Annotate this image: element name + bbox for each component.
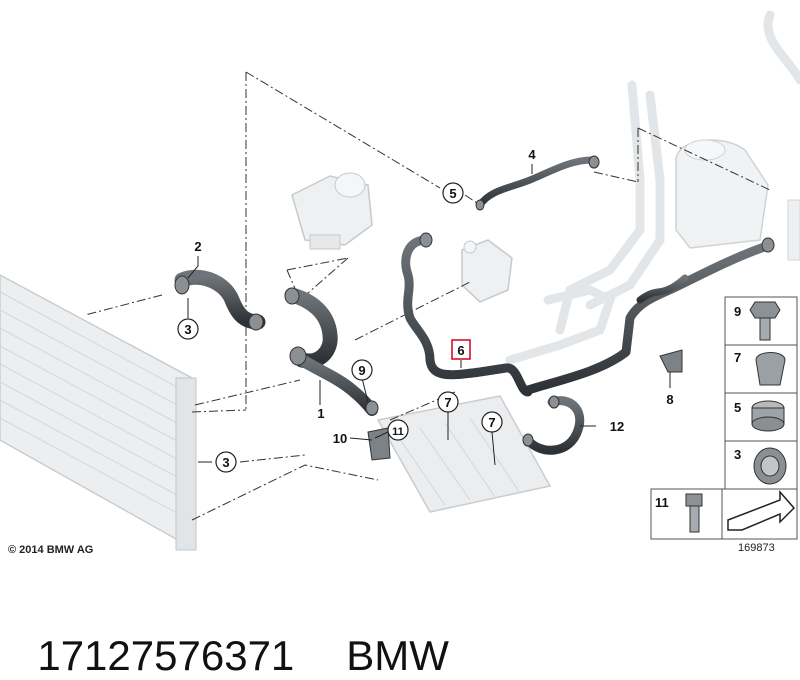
callout-3-lower: 3 [222,455,229,470]
callout-11: 11 [392,426,404,438]
callout-6: 6 [457,343,464,358]
callout-4: 4 [528,147,536,162]
callout-7-right: 7 [488,415,495,430]
screw-icon [685,493,703,533]
hose-clamps [174,155,775,447]
bracket [659,349,683,373]
part-number: 17127576371 [37,632,295,679]
callout-leaders [187,164,671,466]
callout-5: 5 [449,186,456,201]
thermostat-housing [291,172,373,250]
spring-clip-icon [755,352,786,386]
figure-number: 169873 [738,542,775,554]
callout-9: 9 [358,363,365,378]
legend-label-3: 3 [734,447,741,462]
expansion-tank [675,139,800,261]
callout-7-left: 7 [444,395,451,410]
copyright-text: © 2014 BMW AG [8,544,93,556]
legend-label-7: 7 [734,350,741,365]
brand-name: BMW [346,632,449,679]
callout-2: 2 [194,239,201,254]
callout-12: 12 [610,419,624,434]
part-caption: 17127576371 BMW [14,584,449,679]
background-pipes [505,10,800,365]
electric-coolant-pump [461,239,513,303]
quick-connector-icon [753,447,787,485]
clip [367,427,391,461]
callout-3-upper: 3 [184,322,191,337]
legend-label-11: 11 [655,495,669,510]
callouts: 1 2 3 3 4 5 6 7 7 8 9 10 11 12 [177,147,674,473]
radiator [0,274,197,551]
legend-label-5: 5 [734,400,741,415]
legend-label-9: 9 [734,304,741,319]
callout-10: 10 [333,431,347,446]
callout-1: 1 [317,406,324,421]
hoses [174,156,775,455]
callout-8: 8 [666,392,673,407]
radiator-lower-tray [376,395,552,513]
direction-arrow-icon [727,490,796,531]
parts-legend: 9 7 5 3 11 [650,296,798,540]
band-clamp-icon [751,400,785,432]
bolt-icon [749,301,781,341]
